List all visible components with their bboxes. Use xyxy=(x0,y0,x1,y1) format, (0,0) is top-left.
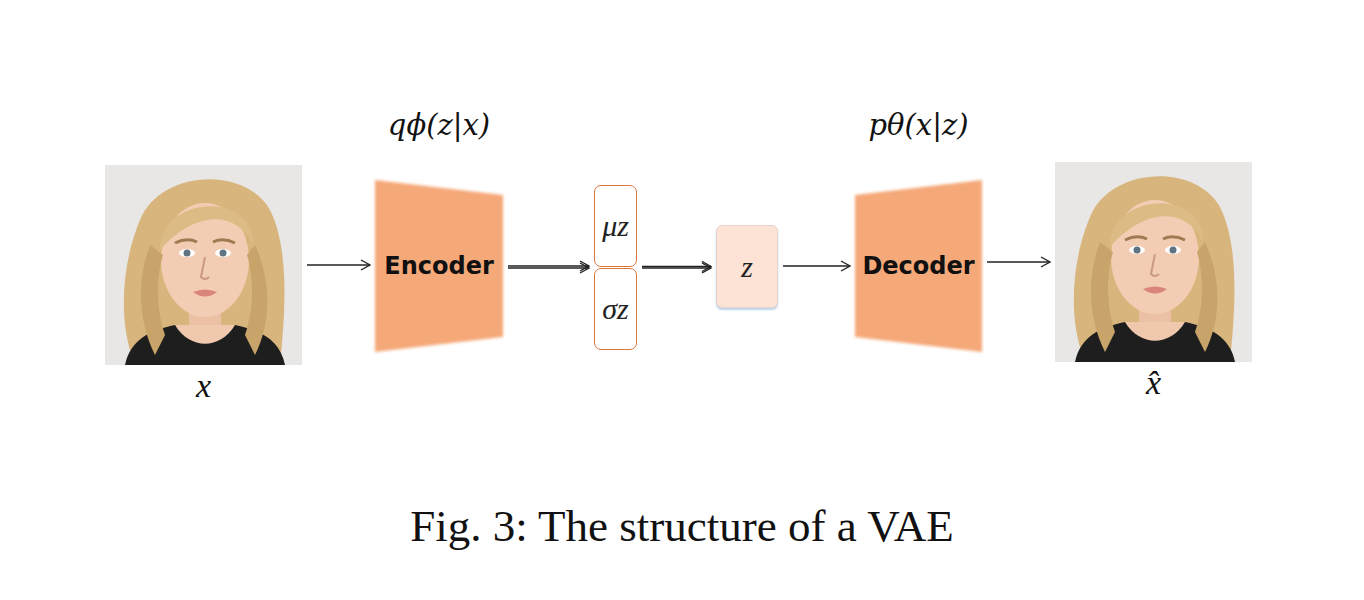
block-fill xyxy=(375,180,503,352)
flow-arrow xyxy=(307,264,370,265)
flow-arrow xyxy=(642,267,711,268)
block-label: Decoder xyxy=(855,180,982,352)
variable-label: x̂ xyxy=(1055,366,1252,400)
mean-box: μz xyxy=(594,185,637,267)
flow-arrow xyxy=(508,265,589,266)
variable-label: μz xyxy=(595,186,636,266)
flow-arrow xyxy=(642,266,711,267)
distribution-label: pθ(x|z) xyxy=(795,108,1042,143)
distribution-label: qϕ(z|x) xyxy=(315,108,563,143)
flow-arrow xyxy=(508,267,589,268)
block-fill xyxy=(855,180,982,352)
latent-box: z xyxy=(716,225,778,308)
figure-caption: Fig. 3: The structure of a VAE xyxy=(0,500,1364,552)
input-image: x xyxy=(105,165,302,365)
variable-label: z xyxy=(717,226,777,307)
block-label: Encoder xyxy=(375,180,503,352)
variable-label: x xyxy=(105,369,302,403)
flow-arrow xyxy=(783,265,850,266)
flow-arrow xyxy=(987,261,1050,262)
std-box: σz xyxy=(594,268,637,350)
output-image: x̂ xyxy=(1055,162,1252,362)
variable-label: σz xyxy=(595,269,636,349)
decoder-block: pθ(x|z)Decoder xyxy=(855,180,982,352)
encoder-block: qϕ(z|x)Encoder xyxy=(375,180,503,352)
